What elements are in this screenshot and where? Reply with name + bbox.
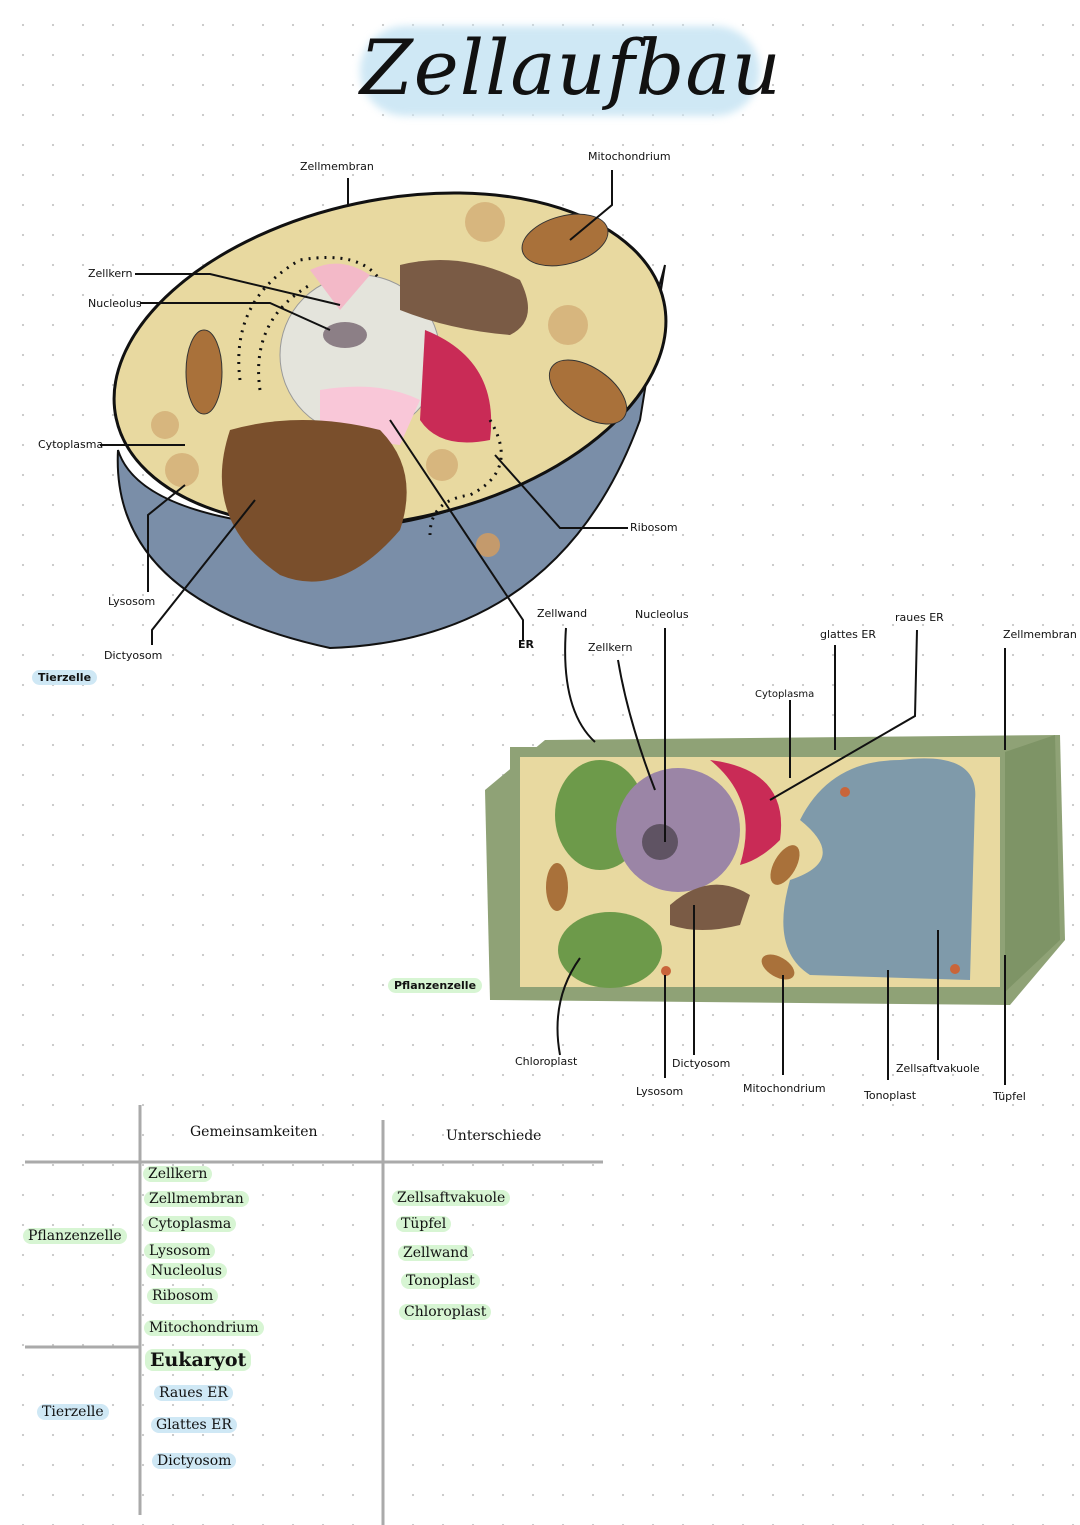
label-nucleolus: Nucleolus: [88, 297, 142, 310]
common-item: Ribosom: [147, 1288, 219, 1304]
label-glattes-er: glattes ER: [820, 628, 876, 641]
label-ribosom: Ribosom: [630, 521, 678, 534]
plant-cell-drawing: [485, 735, 1065, 1005]
difference-item: Zellsaftvakuole: [392, 1190, 511, 1206]
animal-specific-item: Dictyosom: [152, 1453, 237, 1469]
label-chloroplast: Chloroplast: [515, 1055, 578, 1068]
common-item: Lysosom: [144, 1243, 216, 1259]
label-lysosom-plant: Lysosom: [636, 1085, 684, 1098]
plant-cell-leader-lines: [556, 627, 1006, 1085]
tag-tierzelle: Tierzelle: [32, 670, 98, 685]
label-mitochondrium: Mitochondrium: [588, 150, 671, 163]
common-item: Nucleolus: [146, 1263, 227, 1279]
label-zellkern-plant: Zellkern: [588, 641, 633, 654]
common-item: Zellmembran: [144, 1191, 249, 1207]
common-item: Mitochondrium: [144, 1320, 264, 1336]
label-lysosom: Lysosom: [108, 595, 156, 608]
label-cytoplasma: Cytoplasma: [38, 438, 104, 451]
difference-item: Chloroplast: [399, 1304, 492, 1320]
label-raues-er: raues ER: [895, 611, 944, 624]
label-cytoplasma-plant: Cytoplasma: [755, 689, 815, 700]
animal-cell-leader-lines: [100, 170, 628, 645]
animal-specific-item: Glattes ER: [151, 1417, 237, 1433]
common-item: Cytoplasma: [143, 1216, 237, 1232]
tag-pflanzenzelle: Pflanzenzelle: [388, 978, 483, 993]
label-er: ER: [518, 638, 534, 651]
difference-item: Tonoplast: [401, 1273, 480, 1289]
common-item: Zellkern: [143, 1166, 213, 1182]
label-dictyosom-plant: Dictyosom: [672, 1057, 731, 1070]
label-zellkern: Zellkern: [88, 267, 133, 280]
comparison-table-grid: [25, 1105, 603, 1525]
header-unterschiede: Unterschiede: [446, 1128, 542, 1144]
difference-item: Tüpfel: [396, 1216, 452, 1232]
animal-specific-item: Raues ER: [154, 1385, 233, 1401]
label-tuepfel: Tüpfel: [993, 1090, 1026, 1103]
eukaryot-label: Eukaryot: [145, 1349, 252, 1371]
label-mitochondrium-plant: Mitochondrium: [743, 1082, 826, 1095]
page-title: Zellaufbau: [360, 8, 781, 128]
label-zellmembran: Zellmembran: [300, 160, 374, 173]
label-dictyosom: Dictyosom: [104, 649, 163, 662]
label-tonoplast: Tonoplast: [864, 1089, 917, 1102]
difference-item: Zellwand: [398, 1245, 474, 1261]
label-zellmembran-plant: Zellmembran: [1003, 628, 1077, 641]
label-zellsaftvakuole: Zellsaftvakuole: [896, 1062, 980, 1075]
title-highlight: [360, 26, 760, 116]
label-nucleolus-plant: Nucleolus: [635, 608, 689, 621]
animal-cell-drawing: [112, 191, 668, 650]
row-tierzelle: Tierzelle: [37, 1404, 109, 1420]
label-zellwand: Zellwand: [537, 607, 588, 620]
row-pflanzenzelle: Pflanzenzelle: [23, 1228, 127, 1244]
header-gemeinsamkeiten: Gemeinsamkeiten: [190, 1124, 318, 1140]
